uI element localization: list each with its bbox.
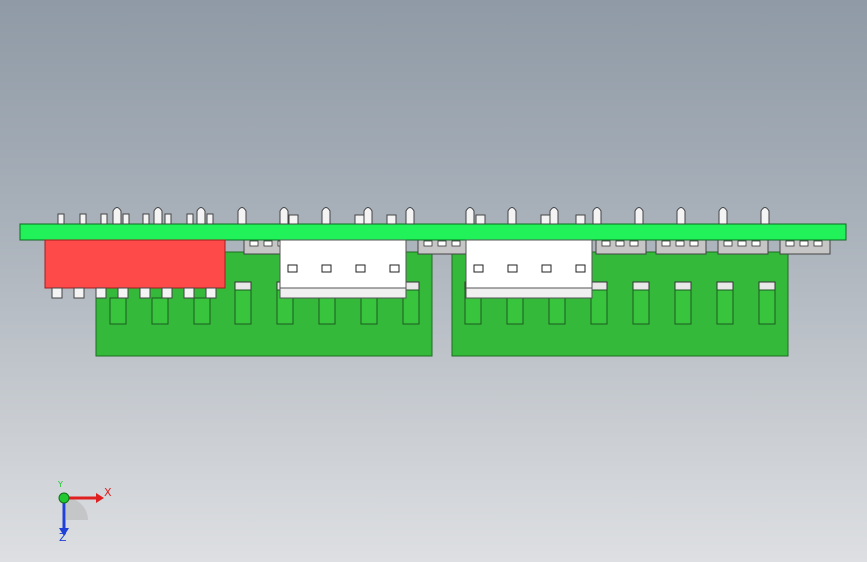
board-pin-block	[354, 214, 365, 225]
board-pin	[112, 207, 122, 225]
board-pin-short	[57, 213, 65, 225]
board-pin	[718, 207, 728, 225]
slot	[758, 289, 776, 325]
slot-cap	[716, 281, 734, 291]
slot-cap	[674, 281, 692, 291]
header-window	[473, 264, 484, 273]
slot	[234, 289, 252, 325]
smd-pad	[437, 240, 447, 247]
board-pin	[634, 207, 644, 225]
slot-cap	[234, 281, 252, 291]
red-component-pin	[117, 287, 129, 299]
smd-pad	[737, 240, 747, 247]
smd-pad	[263, 240, 273, 247]
smd-pad	[615, 240, 625, 247]
smd-pad	[629, 240, 639, 247]
board-pin	[237, 207, 247, 225]
red-component-pin	[161, 287, 173, 299]
slot-cap	[632, 281, 650, 291]
z-axis-label: Z	[59, 531, 67, 544]
board-pin	[676, 207, 686, 225]
board-pin-short	[100, 213, 108, 225]
slot	[632, 289, 650, 325]
top-pins	[57, 207, 770, 225]
slot	[151, 297, 169, 325]
header-window	[355, 264, 366, 273]
smd-pad	[423, 240, 433, 247]
smd-pad	[601, 240, 611, 247]
red-component	[44, 239, 226, 289]
red-component-pins	[51, 287, 217, 299]
slot	[193, 297, 211, 325]
slot	[674, 289, 692, 325]
board-pin	[196, 207, 206, 225]
red-component-pin	[51, 287, 63, 299]
board-pin	[405, 207, 415, 225]
smd-pad	[689, 240, 699, 247]
red-component-pin	[95, 287, 107, 299]
slot	[590, 289, 608, 325]
red-component-pin	[73, 287, 85, 299]
slot	[109, 297, 127, 325]
slot	[716, 289, 734, 325]
smd-pad	[451, 240, 461, 247]
smd-pad	[813, 240, 823, 247]
smd-pad	[785, 240, 795, 247]
x-axis-label: X	[104, 486, 112, 499]
axis-triad: X Y Z	[44, 480, 114, 546]
slot-cap	[590, 281, 608, 291]
y-axis-dot	[58, 492, 70, 504]
red-component-pin	[139, 287, 151, 299]
smd-pad	[249, 240, 259, 247]
pcb-board	[19, 223, 847, 241]
smd-pad	[751, 240, 761, 247]
board-pin	[592, 207, 602, 225]
board-pin-short	[186, 213, 194, 225]
board-pin-block	[575, 214, 586, 225]
header-window	[575, 264, 586, 273]
header-window	[507, 264, 518, 273]
board-pin-block	[386, 214, 397, 225]
header-window	[541, 264, 552, 273]
header-window	[321, 264, 332, 273]
smd-pad	[675, 240, 685, 247]
board-pin-short	[206, 213, 214, 225]
board-pin	[549, 207, 559, 225]
board-pin	[507, 207, 517, 225]
y-axis-label: Y	[58, 480, 63, 489]
board-pin-block	[475, 214, 486, 225]
board-pin	[321, 207, 331, 225]
board-pin	[279, 207, 289, 225]
board-pin-block	[288, 214, 299, 225]
smd-pad	[799, 240, 809, 247]
header-window	[287, 264, 298, 273]
board-pin	[760, 207, 770, 225]
smd-pad	[723, 240, 733, 247]
red-component-pin	[183, 287, 195, 299]
red-component-pin	[205, 287, 217, 299]
board-pin-short	[142, 213, 150, 225]
board-pin	[153, 207, 163, 225]
board-pin	[465, 207, 475, 225]
smd-pad	[661, 240, 671, 247]
smd-parts	[243, 239, 831, 255]
left-white-header	[279, 239, 407, 299]
board-pin-block	[540, 214, 551, 225]
board-pin-short	[164, 213, 172, 225]
board-pin	[363, 207, 373, 225]
slot-cap	[758, 281, 776, 291]
header-window	[389, 264, 400, 273]
slot	[402, 289, 420, 325]
board-pin-short	[122, 213, 130, 225]
board-pin-short	[79, 213, 87, 225]
right-white-header	[465, 239, 593, 299]
